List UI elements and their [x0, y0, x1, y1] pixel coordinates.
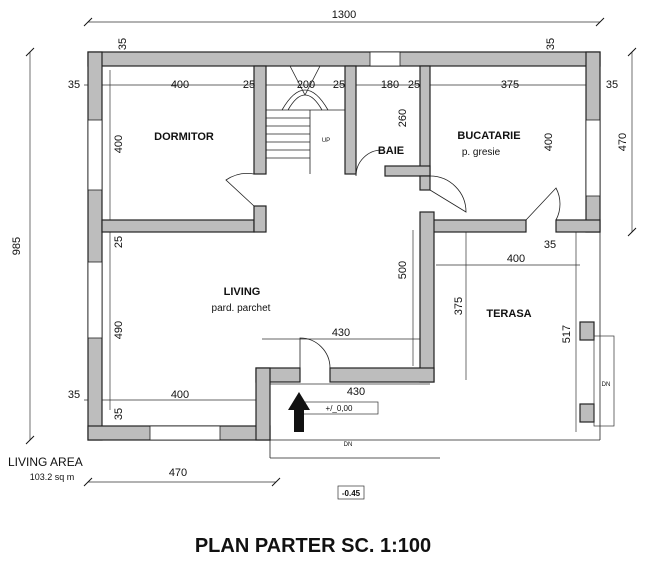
dimension-lines [25, 17, 637, 487]
dim-400-terrace: 400 [507, 253, 525, 265]
dim-400-living: 400 [171, 389, 189, 401]
dim-430-upper: 430 [332, 327, 350, 339]
dim-430-lower: 430 [347, 386, 365, 398]
room-terasa: TERASA [486, 308, 531, 320]
stairs-up-label: UP [322, 138, 330, 144]
dim-25-left: 25 [113, 236, 125, 248]
terrace [269, 232, 615, 500]
dim-260: 260 [397, 109, 409, 127]
room-living: LIVING [224, 286, 261, 298]
dim-1300: 1300 [332, 9, 356, 21]
dim-517: 517 [561, 325, 573, 343]
entrance-arrow-icon [288, 392, 310, 432]
level-ground: -0.45 [342, 489, 361, 498]
dim-180: 180 [381, 79, 399, 91]
room-bucatarie-floor: p. gresie [462, 147, 501, 158]
walls [87, 51, 601, 441]
dim-400-dormitor: 400 [171, 79, 189, 91]
dim-400-kitchen-v: 400 [543, 133, 555, 151]
room-baie: BAIE [378, 145, 404, 157]
dim-985: 985 [11, 237, 23, 255]
dim-25-c: 25 [408, 79, 420, 91]
plan-title: PLAN PARTER SC. 1:100 [195, 535, 431, 557]
dim-400-dormitor-v: 400 [113, 135, 125, 153]
doors [225, 149, 561, 369]
living-area-label: LIVING AREA [8, 455, 83, 469]
level-main: +/_0,00 [326, 404, 353, 413]
dim-375-terrace: 375 [453, 297, 465, 315]
dim-25-b: 25 [333, 79, 345, 91]
room-bucatarie: BUCATARIE [457, 130, 520, 142]
room-dormitor: DORMITOR [154, 131, 214, 143]
dim-35-left-bottom: 35 [68, 389, 80, 401]
staircase [266, 65, 345, 174]
dim-35-bottom-inner: 35 [113, 408, 125, 420]
dim-200: 200 [297, 79, 315, 91]
dim-35-top-left: 35 [117, 38, 129, 50]
dim-490: 490 [113, 321, 125, 339]
dim-470-bottom: 470 [169, 467, 187, 479]
stairs-down-label: DN [344, 442, 353, 448]
room-living-floor: pard. parchet [212, 303, 271, 314]
dim-500: 500 [397, 261, 409, 279]
dim-375-kitchen: 375 [501, 79, 519, 91]
dim-25-a: 25 [243, 79, 255, 91]
dim-35-terrace: 35 [544, 239, 556, 251]
terrace-down-label: DN [602, 382, 611, 388]
dim-35-top-right: 35 [545, 38, 557, 50]
dim-470-right: 470 [617, 133, 629, 151]
dim-35-left-top: 35 [68, 79, 80, 91]
dim-35-right-top: 35 [606, 79, 618, 91]
living-area-value: 103.2 sq m [30, 472, 75, 482]
